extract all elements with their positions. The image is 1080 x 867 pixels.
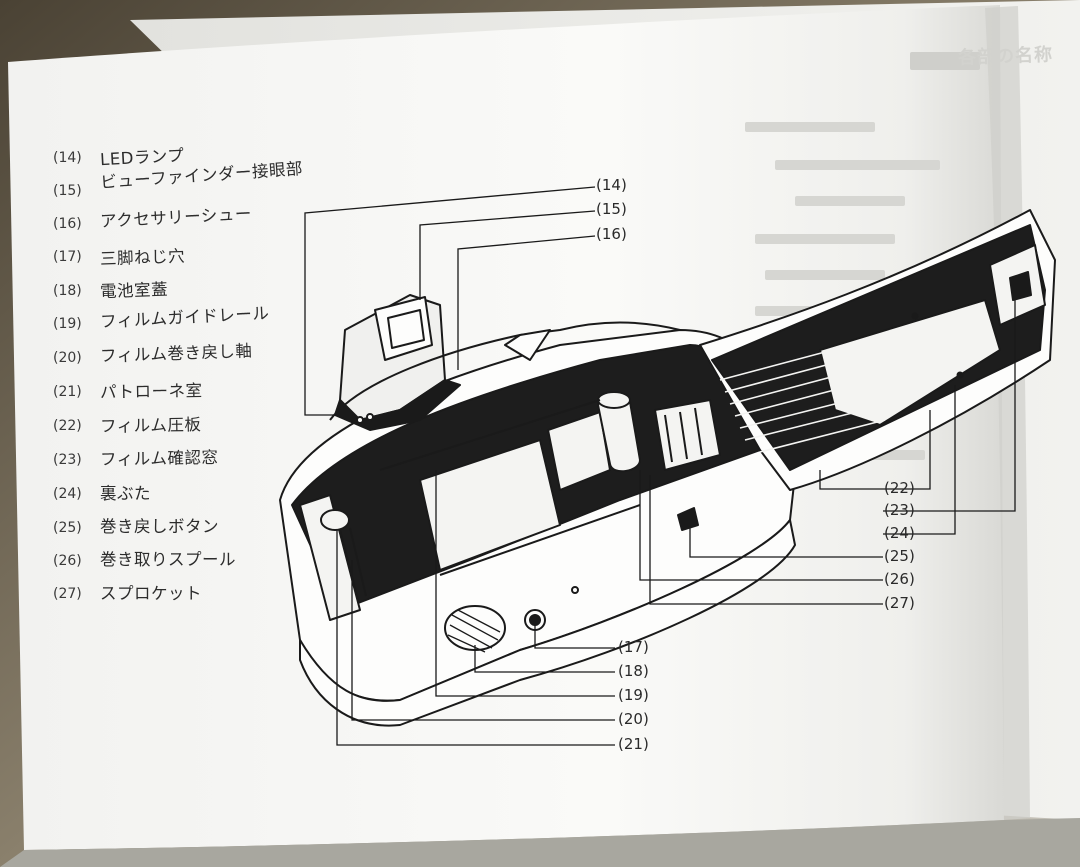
callout-14: (14) <box>596 176 627 194</box>
callout-22: (22) <box>884 479 915 497</box>
callout-16: (16) <box>596 225 627 243</box>
callout-21: (21) <box>618 735 649 753</box>
legend-num: (26) <box>53 553 82 569</box>
callout-26: (26) <box>884 570 915 588</box>
callout-15: (15) <box>596 200 627 218</box>
legend-label: フィルム圧板 <box>99 415 202 436</box>
callout-27: (27) <box>884 594 915 612</box>
page-curl-shadow <box>985 6 1030 820</box>
callout-23: (23) <box>884 501 915 519</box>
legend-label: 電池室蓋 <box>99 279 169 302</box>
legend-num: (18) <box>53 283 82 299</box>
legend-num: (25) <box>53 520 82 536</box>
legend-label: 巻き戻しボタン <box>100 517 219 536</box>
callout-19: (19) <box>618 686 649 704</box>
legend-num: (24) <box>53 486 82 502</box>
legend-num: (16) <box>53 216 82 232</box>
legend-label: フィルム確認窓 <box>99 447 219 470</box>
legend-label: 三脚ねじ穴 <box>99 246 186 269</box>
legend-num: (22) <box>53 418 82 434</box>
legend-label: スプロケット <box>100 584 202 603</box>
legend-num: (15) <box>53 183 82 199</box>
legend-num: (21) <box>53 384 82 400</box>
callout-17: (17) <box>618 638 649 656</box>
callout-25: (25) <box>884 547 915 565</box>
legend-label: 裏ぶた <box>100 484 151 503</box>
legend-num: (23) <box>53 452 82 468</box>
callout-18: (18) <box>618 662 649 680</box>
legend-num: (20) <box>53 350 82 366</box>
legend-num: (17) <box>53 249 82 265</box>
table-bottom <box>0 818 1080 867</box>
legend-num: (19) <box>53 316 82 332</box>
legend-label: パトローネ室 <box>99 381 203 402</box>
legend-num: (14) <box>53 150 82 166</box>
callout-24: (24) <box>884 524 915 542</box>
legend-label: 巻き取りスプール <box>100 550 236 569</box>
legend-num: (27) <box>53 586 82 602</box>
callout-20: (20) <box>618 710 649 728</box>
